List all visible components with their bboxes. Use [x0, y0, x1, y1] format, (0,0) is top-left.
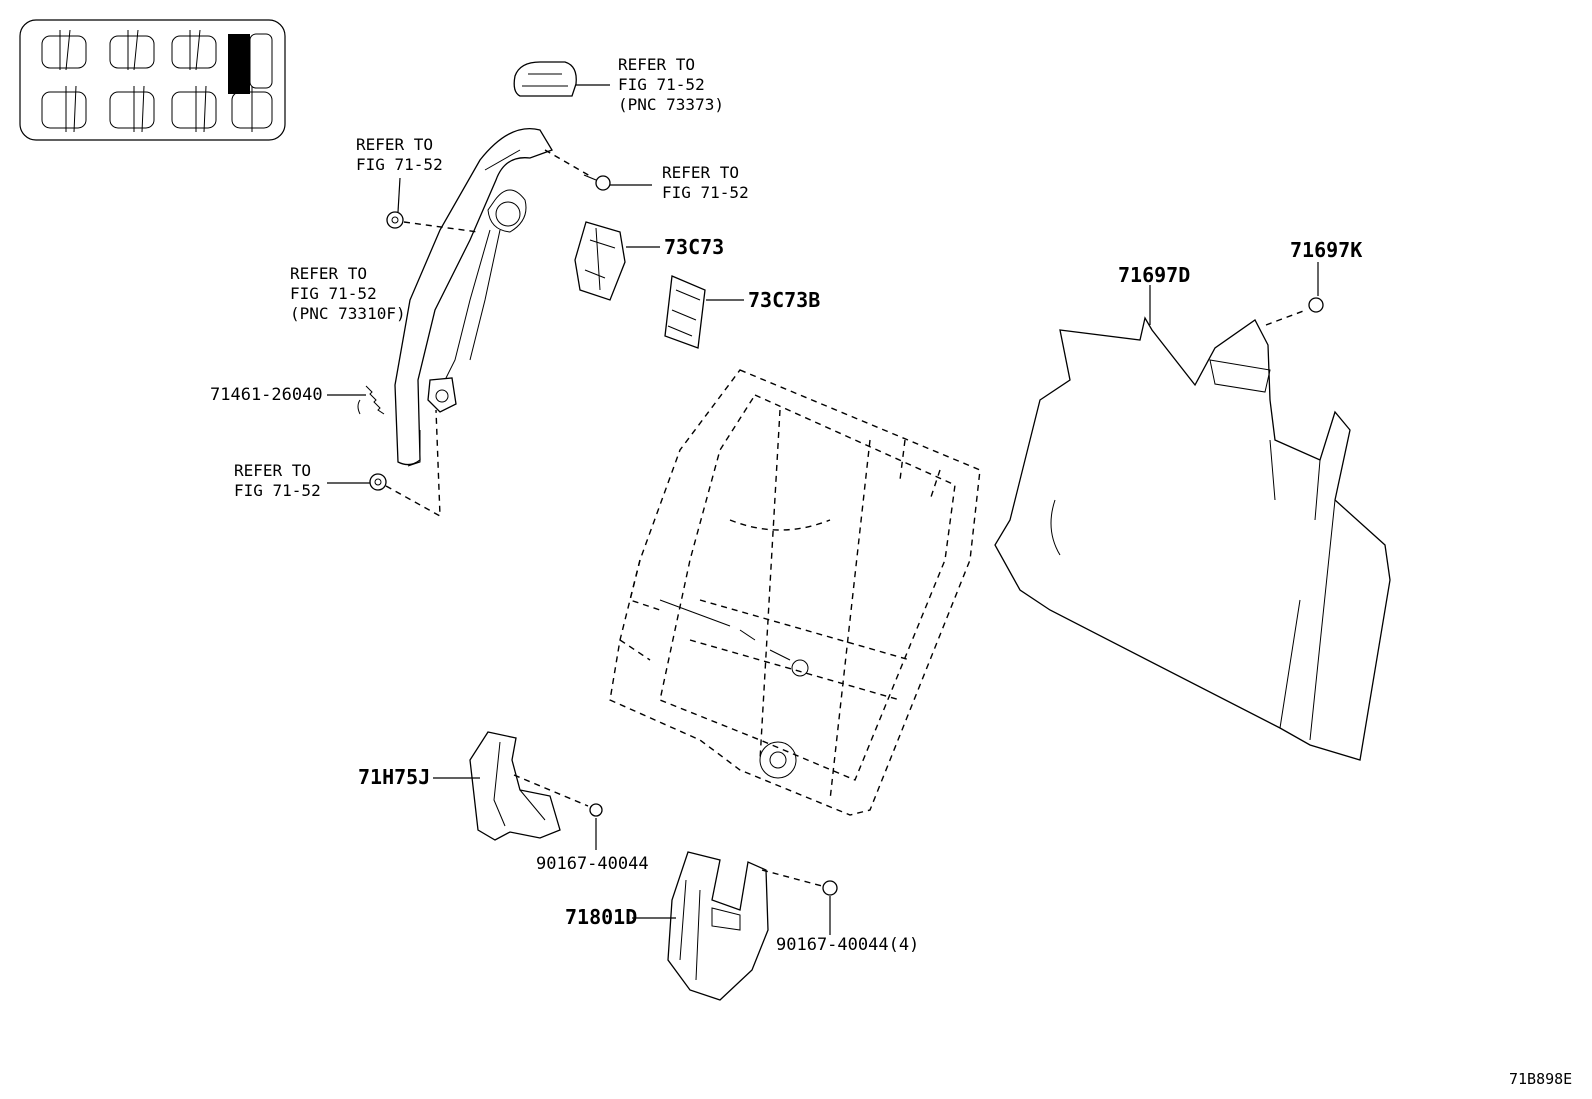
- spring-71461: [327, 385, 385, 415]
- seat-position-thumbnail: [19, 19, 286, 141]
- bolt-top: [544, 149, 652, 191]
- cover-71h75j: [433, 731, 603, 850]
- cover-71801d: [632, 851, 838, 1001]
- part-71801d-label: 71801D: [565, 905, 638, 929]
- part-73c73-label: 73C73: [664, 235, 725, 259]
- headrest-cap-part: [513, 61, 610, 97]
- bracket-73c73: [574, 221, 660, 301]
- part-90167-a-label: 90167-40044: [536, 854, 649, 874]
- seatback-frame-phantom: [609, 369, 981, 816]
- nut-bottom-left: [327, 409, 441, 518]
- part-71461-label: 71461-26040: [210, 385, 323, 405]
- figure-id: 71B898E: [1509, 1070, 1573, 1088]
- part-71697k-label: 71697K: [1290, 238, 1363, 262]
- part-71h75j-label: 71H75J: [358, 765, 431, 789]
- bracket-73c73b: [664, 275, 744, 349]
- seat-belt-assembly: [394, 128, 553, 467]
- part-73c73b-label: 73C73B: [748, 288, 821, 312]
- part-71697d-label: 71697D: [1118, 263, 1191, 287]
- nut-top-left: [386, 177, 479, 233]
- seatback-board-71697d: [994, 262, 1391, 761]
- part-90167-b-label: 90167-40044(4): [776, 935, 920, 955]
